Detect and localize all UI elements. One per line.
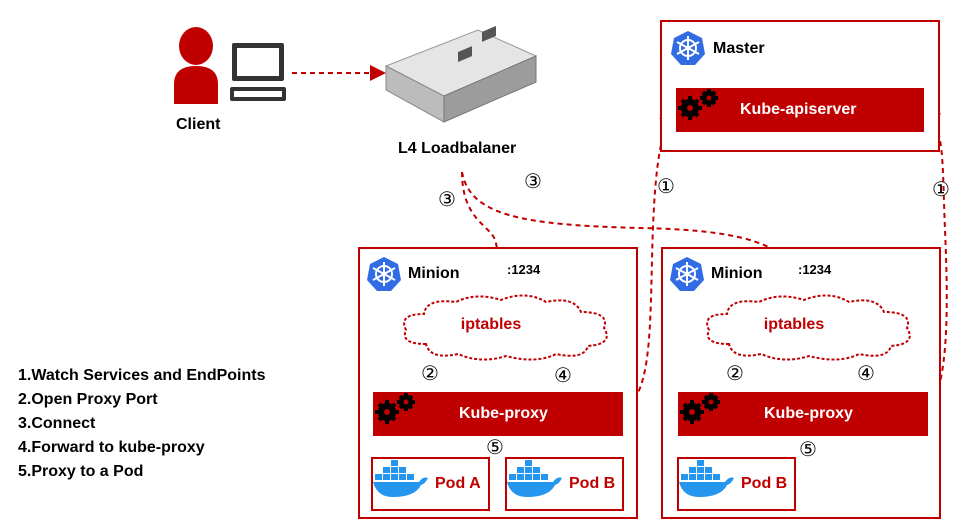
pod-a-box: Pod A (371, 457, 490, 511)
iptables-label-2: iptables (763, 316, 825, 333)
client-label: Client (176, 116, 221, 133)
gears-icon (680, 393, 734, 431)
kube-proxy-bar-2: Kube-proxy (678, 392, 928, 436)
pod-b-box-2: Pod B (677, 457, 796, 511)
docker-whale-icon (679, 460, 739, 504)
step-marker-4-m2: ④ (857, 363, 875, 385)
loadbalancer-label: L4 Loadbalaner (398, 140, 517, 157)
legend-list: 1.Watch Services and EndPoints 2.Open Pr… (18, 364, 265, 484)
legend-item: 2.Open Proxy Port (18, 391, 158, 408)
docker-whale-icon (507, 460, 567, 504)
gears-icon (375, 393, 429, 431)
step-marker-2-m2: ② (726, 363, 744, 385)
kube-apiserver-bar: Kube-apiserver (676, 88, 924, 132)
pod-a-label: Pod A (435, 475, 481, 492)
port-label-2: :1234 (798, 262, 832, 277)
step-marker-3-right: ③ (524, 171, 542, 193)
minion-title-2: Minion (711, 265, 763, 282)
gears-icon (678, 89, 732, 127)
kube-proxy-label-1: Kube-proxy (459, 405, 548, 422)
legend-item: 4.Forward to kube-proxy (18, 439, 205, 456)
port-label-1: :1234 (507, 262, 541, 277)
master-title: Master (713, 40, 765, 57)
step-marker-1-left: ① (657, 176, 675, 198)
legend-item: 3.Connect (18, 415, 96, 432)
kube-proxy-bar-1: Kube-proxy (373, 392, 623, 436)
step-marker-2-m1: ② (421, 363, 439, 385)
iptables-label-1: iptables (460, 316, 522, 333)
step-marker-5-m2: ⑤ (799, 439, 817, 461)
client-computer-icon (228, 43, 290, 103)
iptables-cloud-2: iptables (699, 292, 919, 362)
pod-b-box-1: Pod B (505, 457, 624, 511)
loadbalancer-server-icon (378, 26, 538, 130)
iptables-cloud-1: iptables (396, 292, 616, 362)
step-marker-3-left: ③ (438, 189, 456, 211)
legend-item: 5.Proxy to a Pod (18, 463, 144, 480)
step-marker-5-m1: ⑤ (486, 437, 504, 459)
step-marker-4-m1: ④ (554, 365, 572, 387)
kube-apiserver-label: Kube-apiserver (740, 101, 857, 118)
kube-proxy-label-2: Kube-proxy (764, 405, 853, 422)
legend-item: 1.Watch Services and EndPoints (18, 367, 266, 384)
pod-b-label-1: Pod B (569, 475, 616, 492)
docker-whale-icon (373, 460, 433, 504)
client-person-icon (170, 26, 222, 104)
minion-title-1: Minion (408, 265, 460, 282)
step-marker-1-right: ① (932, 179, 950, 201)
pod-b-label-2: Pod B (741, 475, 788, 492)
